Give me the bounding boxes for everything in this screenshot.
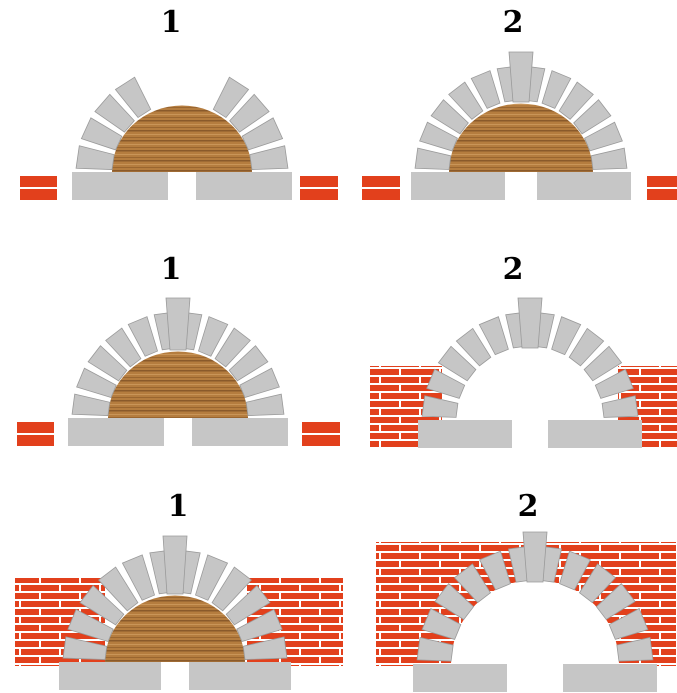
panel-top-right-left-ledge-lower [362,189,400,200]
arch-panels [15,52,677,693]
panel-middle-left-voussoir [246,394,284,415]
panel-top-right [362,52,677,200]
panel-middle-left-left-ledge-lower [17,435,54,446]
panel-bottom-left-left-impost [59,662,161,690]
panel-top-right-voussoir [591,148,627,169]
panel-top-right-voussoir [415,148,451,169]
panel-top-left-wooden-centering [112,106,252,172]
panel-middle-left [17,298,340,446]
panel-middle-right-left-impost [418,420,512,448]
panel-top-left-right-ledge-lower [300,189,338,200]
panel-top-right-right-ledge-lower [647,189,677,200]
panel-bottom-right-left-impost [413,664,507,692]
panel-middle-right-keystone [518,298,542,348]
panel-middle-left-keystone [166,298,190,350]
panel-top-left [20,77,338,200]
panel-middle-left-left-impost [68,418,164,446]
panel-middle-right-right-impost [548,420,642,448]
panel-top-right-keystone [509,52,533,102]
panel-middle-right-voussoir [422,396,458,418]
panel-top-left-right-impost [196,172,292,200]
panel-middle-left-voussoir [72,394,110,415]
panel-top-right-left-impost [411,172,505,200]
panel-bottom-right [376,532,676,693]
panel-bottom-right-right-impost [563,664,657,692]
panel-middle-right-voussoir [602,396,638,418]
panel-top-right-right-ledge-upper [647,176,677,187]
panel-top-left-left-ledge-lower [20,189,57,200]
panel-middle-left-right-ledge-upper [302,422,340,433]
panel-middle-left-right-impost [192,418,288,446]
panel-top-left-voussoir [250,146,288,170]
panel-middle-left-right-ledge-lower [302,435,340,446]
panel-bottom-right-keystone [523,532,547,582]
panel-bottom-left [15,536,343,690]
panel-top-left-left-impost [72,172,168,200]
panel-middle-right [370,298,677,460]
panel-top-right-right-impost [537,172,631,200]
panel-middle-left-left-ledge-upper [17,422,54,433]
panel-bottom-left-right-impost [189,662,291,690]
panel-bottom-left-keystone [163,536,187,594]
panel-top-right-left-ledge-upper [362,176,400,187]
panel-top-left-voussoir [76,146,114,170]
panel-top-left-right-ledge-upper [300,176,338,187]
panel-top-left-left-ledge-upper [20,176,57,187]
